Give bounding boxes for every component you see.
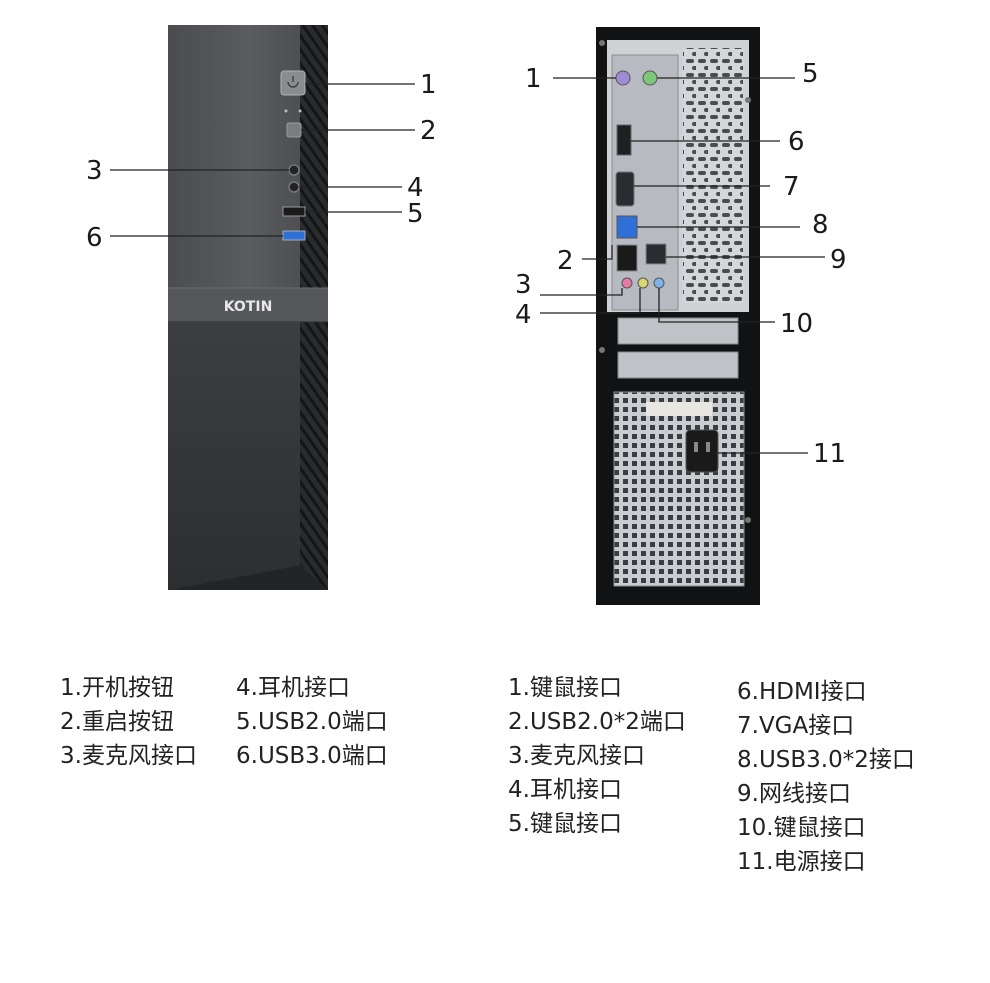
back-callout-4: 4 [515,300,532,330]
back-callout-2: 2 [557,246,574,276]
audio-mic-jack [621,277,633,289]
legend-item: 3.麦克风接口 [60,743,197,769]
ps2-keyboard-port [615,70,631,86]
expansion-slot [617,351,739,379]
legend-item: 1.开机按钮 [60,675,174,701]
legend-item: 11.电源接口 [737,849,866,875]
front-view: KOTIN [168,25,328,590]
usb3-port [282,230,306,241]
legend-item: 4.耳机接口 [236,675,350,701]
front-callout-1: 1 [420,70,437,100]
legend-item: 4.耳机接口 [508,777,622,803]
legend-item: 2.USB2.0*2端口 [508,709,686,735]
usb2-port [282,206,306,217]
brand-logo: KOTIN [224,299,273,315]
back-callout-7: 7 [783,172,800,202]
front-callout-lines [110,83,415,237]
psu-label-sticker [646,402,712,416]
back-legend-col1: 1.键鼠接口 2.USB2.0*2端口 3.麦克风接口 4.耳机接口 5.键鼠接… [508,671,686,841]
legend-item: 1.键鼠接口 [508,675,622,701]
front-callout-3: 3 [86,156,103,186]
back-callout-lines [540,77,825,454]
front-legend-col1: 1.开机按钮 2.重启按钮 3.麦克风接口 [60,671,197,773]
back-legend-col2: 6.HDMI接口 7.VGA接口 8.USB3.0*2接口 9.网线接口 10.… [737,675,915,879]
back-callout-9: 9 [830,245,847,275]
back-callout-1: 1 [525,64,542,94]
power-socket [685,429,719,473]
front-brand-band [168,288,328,322]
legend-item: 6.USB3.0端口 [236,743,388,769]
screw [745,517,751,523]
back-callout-8: 8 [812,210,829,240]
legend-item: 6.HDMI接口 [737,679,867,705]
back-callout-numbers: 1 2 3 4 5 6 7 8 9 10 11 [515,59,847,469]
front-base [168,565,328,590]
back-callout-3: 3 [515,270,532,300]
screw [745,97,751,103]
front-callout-2: 2 [420,116,437,146]
front-callout-4: 4 [407,173,424,203]
screw [599,347,605,353]
hdmi-port [616,124,632,156]
power-icon [287,81,299,88]
audio-line-jack [653,277,665,289]
legend-item: 10.键鼠接口 [737,815,866,841]
legend-item: 9.网线接口 [737,781,851,807]
front-legend-col2: 4.耳机接口 5.USB2.0端口 6.USB3.0端口 [236,671,388,773]
headphone-jack [288,181,300,193]
legend-item: 5.键鼠接口 [508,811,622,837]
legend-item: 7.VGA接口 [737,713,855,739]
reset-button [286,122,302,138]
back-vent-grille [683,48,743,303]
back-callout-11: 11 [813,439,846,469]
back-callout-10: 10 [780,309,813,339]
front-callout-5: 5 [407,199,424,229]
front-lower-panel [168,322,300,590]
ps2-mouse-port [642,70,658,86]
front-callout-numbers: 1 2 3 4 5 6 [86,70,437,253]
front-callout-6: 6 [86,223,103,253]
legend-item: 3.麦克风接口 [508,743,645,769]
vga-port [615,171,635,207]
mic-jack [288,164,300,176]
lan-port [645,243,667,265]
usb2-ports [616,244,638,272]
legend-item: 2.重启按钮 [60,709,174,735]
screw [599,40,605,46]
back-callout-6: 6 [788,127,805,157]
back-callout-5: 5 [802,59,819,89]
usb3-ports [616,215,638,239]
legend-item: 8.USB3.0*2接口 [737,747,915,773]
back-view [596,27,760,605]
legend-item: 5.USB2.0端口 [236,709,388,735]
psu-grille [613,391,745,587]
led-indicator [298,109,302,113]
led-indicator [284,109,288,113]
power-button [280,70,306,96]
audio-headphone-jack [637,277,649,289]
